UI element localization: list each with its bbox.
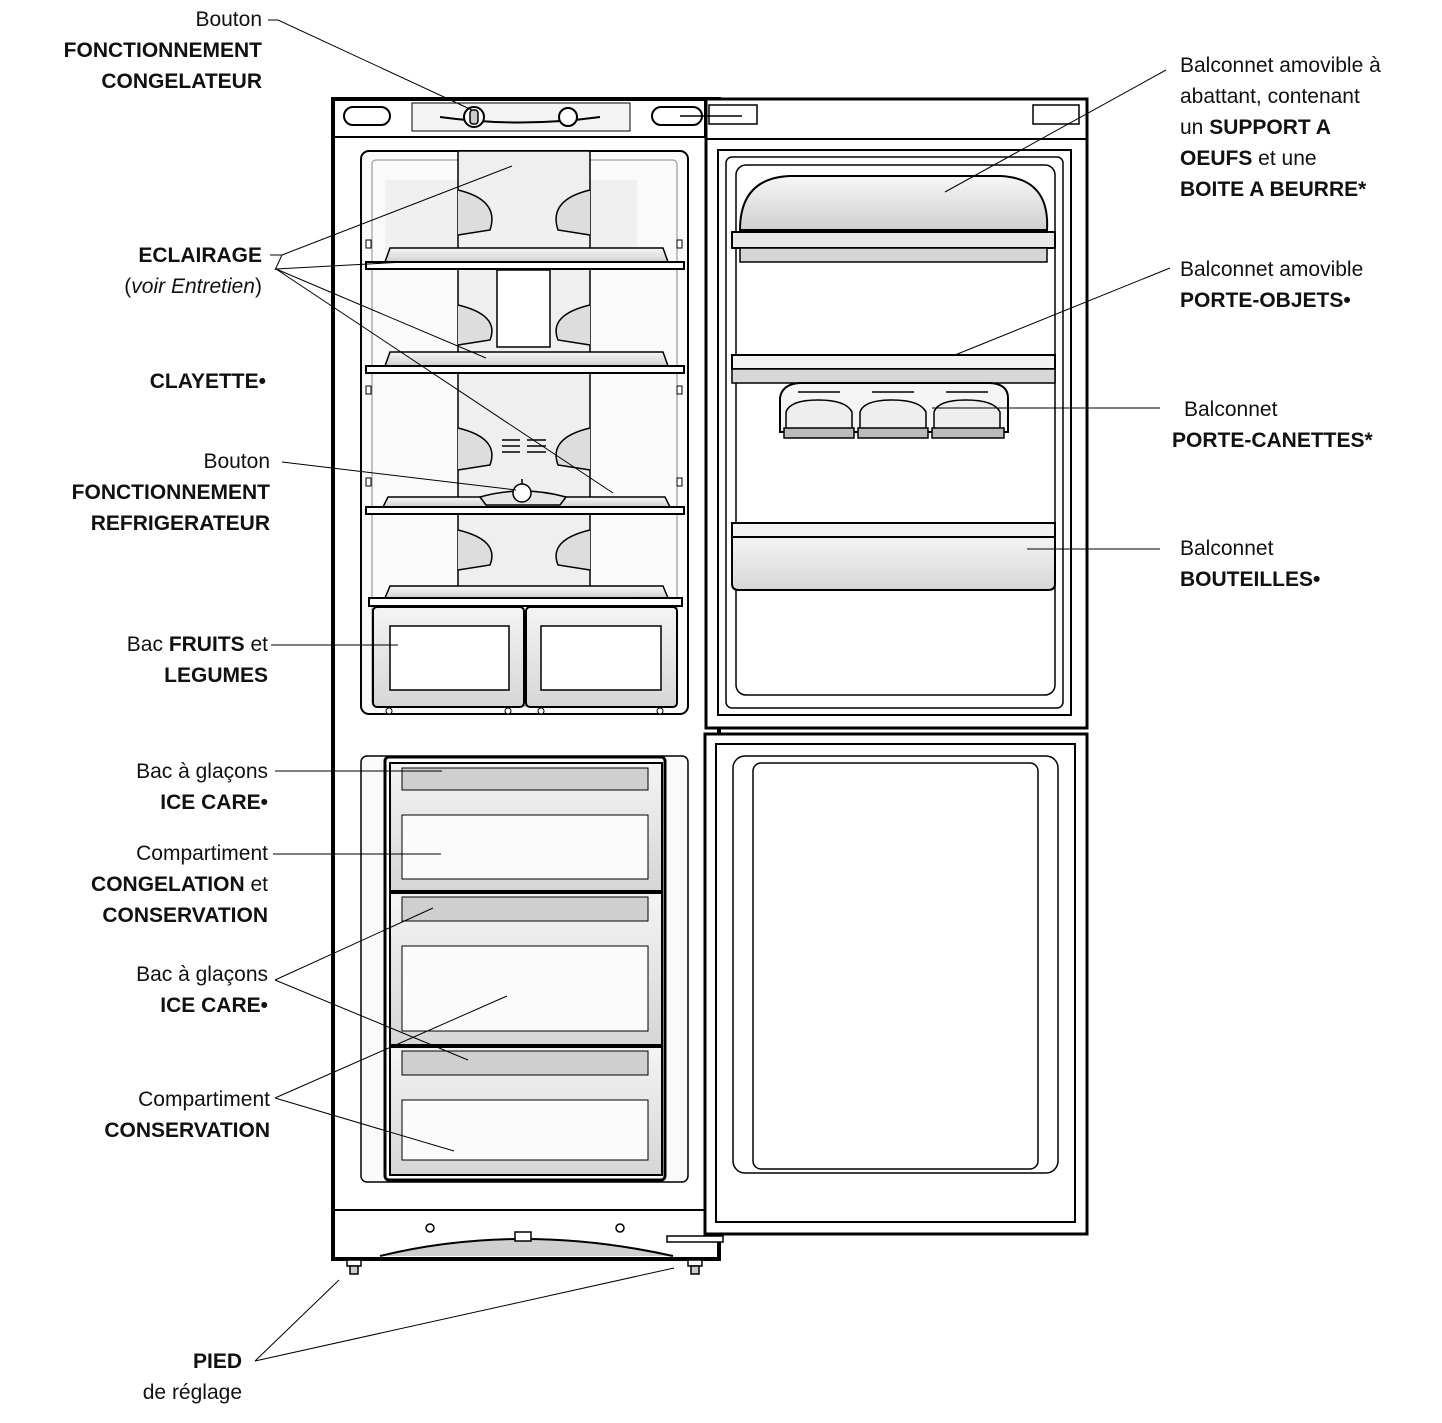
label-line: CONSERVATION: [104, 1119, 270, 1142]
label-line: CONGELATEUR: [101, 70, 262, 93]
label-line: un SUPPORT A: [1180, 112, 1381, 143]
shelf[interactable]: [365, 351, 685, 374]
label-line: Compartiment: [136, 842, 268, 865]
label-text: et une: [1252, 147, 1317, 170]
label-line: CONGELATION et: [91, 869, 268, 900]
label-bold: SUPPORT A: [1209, 116, 1331, 139]
label-italic: voir Entretien: [131, 275, 255, 298]
label-line: Compartiment: [138, 1088, 270, 1111]
label-line: Balconnet amovible: [1180, 258, 1364, 281]
adjustable-foot[interactable]: [346, 1259, 362, 1275]
label-line: de réglage: [142, 1381, 242, 1404]
freezer-knob[interactable]: [463, 106, 485, 128]
label-egg-butter-balcony: Balconnet amovible à abattant, contenant…: [1180, 50, 1381, 205]
freezer-drawers[interactable]: [389, 762, 663, 1176]
objects-balcony[interactable]: [731, 354, 1056, 384]
vegetable-drawers[interactable]: [372, 606, 678, 715]
paren-open: (: [124, 275, 132, 298]
label-line: Bac FRUITS et: [127, 629, 268, 660]
label-storage-compartment: Compartiment CONSERVATION: [104, 1084, 270, 1146]
label-text: un: [1180, 116, 1210, 139]
label-line: FONCTIONNEMENT: [71, 481, 270, 504]
label-text: et: [244, 633, 268, 656]
egg-butter-balcony[interactable]: [731, 175, 1056, 263]
label-line: REFRIGERATEUR: [90, 512, 270, 535]
shelves: [365, 247, 685, 607]
label-line: PORTE-CANETTES*: [1172, 429, 1373, 452]
label-bold: FRUITS: [168, 633, 245, 656]
label-eclairage: ECLAIRAGE (voir Entretien): [124, 240, 262, 302]
label-line: (voir Entretien): [124, 271, 262, 302]
label-line: CONSERVATION: [102, 904, 268, 927]
label-line: BOITE A BEURRE*: [1180, 178, 1367, 201]
leader-lines: [254, 19, 1171, 1362]
label-bold: OEUFS: [1180, 147, 1253, 170]
vegetable-cover-shelf[interactable]: [368, 585, 683, 607]
label-line: BOUTEILLES•: [1180, 568, 1321, 591]
label-text: et: [244, 873, 268, 896]
label-ice-tray-2: Bac à glaçons ICE CARE•: [136, 959, 268, 1021]
shelf[interactable]: [365, 247, 685, 270]
label-line: PORTE-OBJETS•: [1180, 289, 1351, 312]
base-grille: [333, 1209, 724, 1257]
freezer-door[interactable]: [703, 732, 1089, 1236]
label-ice-tray-1: Bac à glaçons ICE CARE•: [136, 756, 268, 818]
label-line: LEGUMES: [164, 664, 268, 687]
label-objects-balcony: Balconnet amovible PORTE-OBJETS•: [1180, 254, 1363, 316]
paren-close: ): [255, 275, 262, 298]
label-can-holder: Balconnet PORTE-CANETTES*: [1172, 394, 1373, 456]
bottle-balcony[interactable]: [731, 522, 1056, 591]
label-line: Bouton: [203, 450, 270, 473]
label-bold: CONGELATION: [91, 873, 245, 896]
label-line: ICE CARE•: [160, 791, 268, 814]
label-line: Balconnet: [1180, 537, 1274, 560]
label-clayette: CLAYETTE•: [150, 366, 266, 397]
label-adjustable-foot: PIED de réglage: [143, 1346, 242, 1408]
label-freezer-button: Bouton FONCTIONNEMENT CONGELATEUR: [64, 4, 262, 97]
label-freezing-compartment: Compartiment CONGELATION et CONSERVATION: [91, 838, 268, 931]
label-line: CLAYETTE•: [149, 370, 266, 393]
label-line: Bac à glaçons: [136, 963, 268, 986]
label-line: Bac à glaçons: [136, 760, 268, 783]
fridge-thermostat-knob[interactable]: [478, 479, 568, 506]
label-line: OEUFS et une: [1180, 143, 1381, 174]
label-line: Bouton: [195, 8, 262, 31]
label-line: ICE CARE•: [160, 994, 268, 1017]
label-bottle-balcony: Balconnet BOUTEILLES•: [1180, 533, 1320, 595]
label-text: Bac: [126, 633, 169, 656]
label-line: Balconnet amovible à: [1180, 54, 1381, 77]
adjustable-foot[interactable]: [687, 1259, 703, 1275]
label-vegetable-drawer: Bac FRUITS et LEGUMES: [127, 629, 268, 691]
label-fridge-button: Bouton FONCTIONNEMENT REFRIGERATEUR: [72, 446, 270, 539]
label-line: Balconnet: [1184, 398, 1278, 421]
can-holder[interactable]: [779, 382, 1009, 439]
label-line: FONCTIONNEMENT: [63, 39, 262, 62]
label-line: abattant, contenant: [1180, 85, 1360, 108]
label-line: PIED: [192, 1350, 242, 1373]
label-line: ECLAIRAGE: [138, 244, 262, 267]
